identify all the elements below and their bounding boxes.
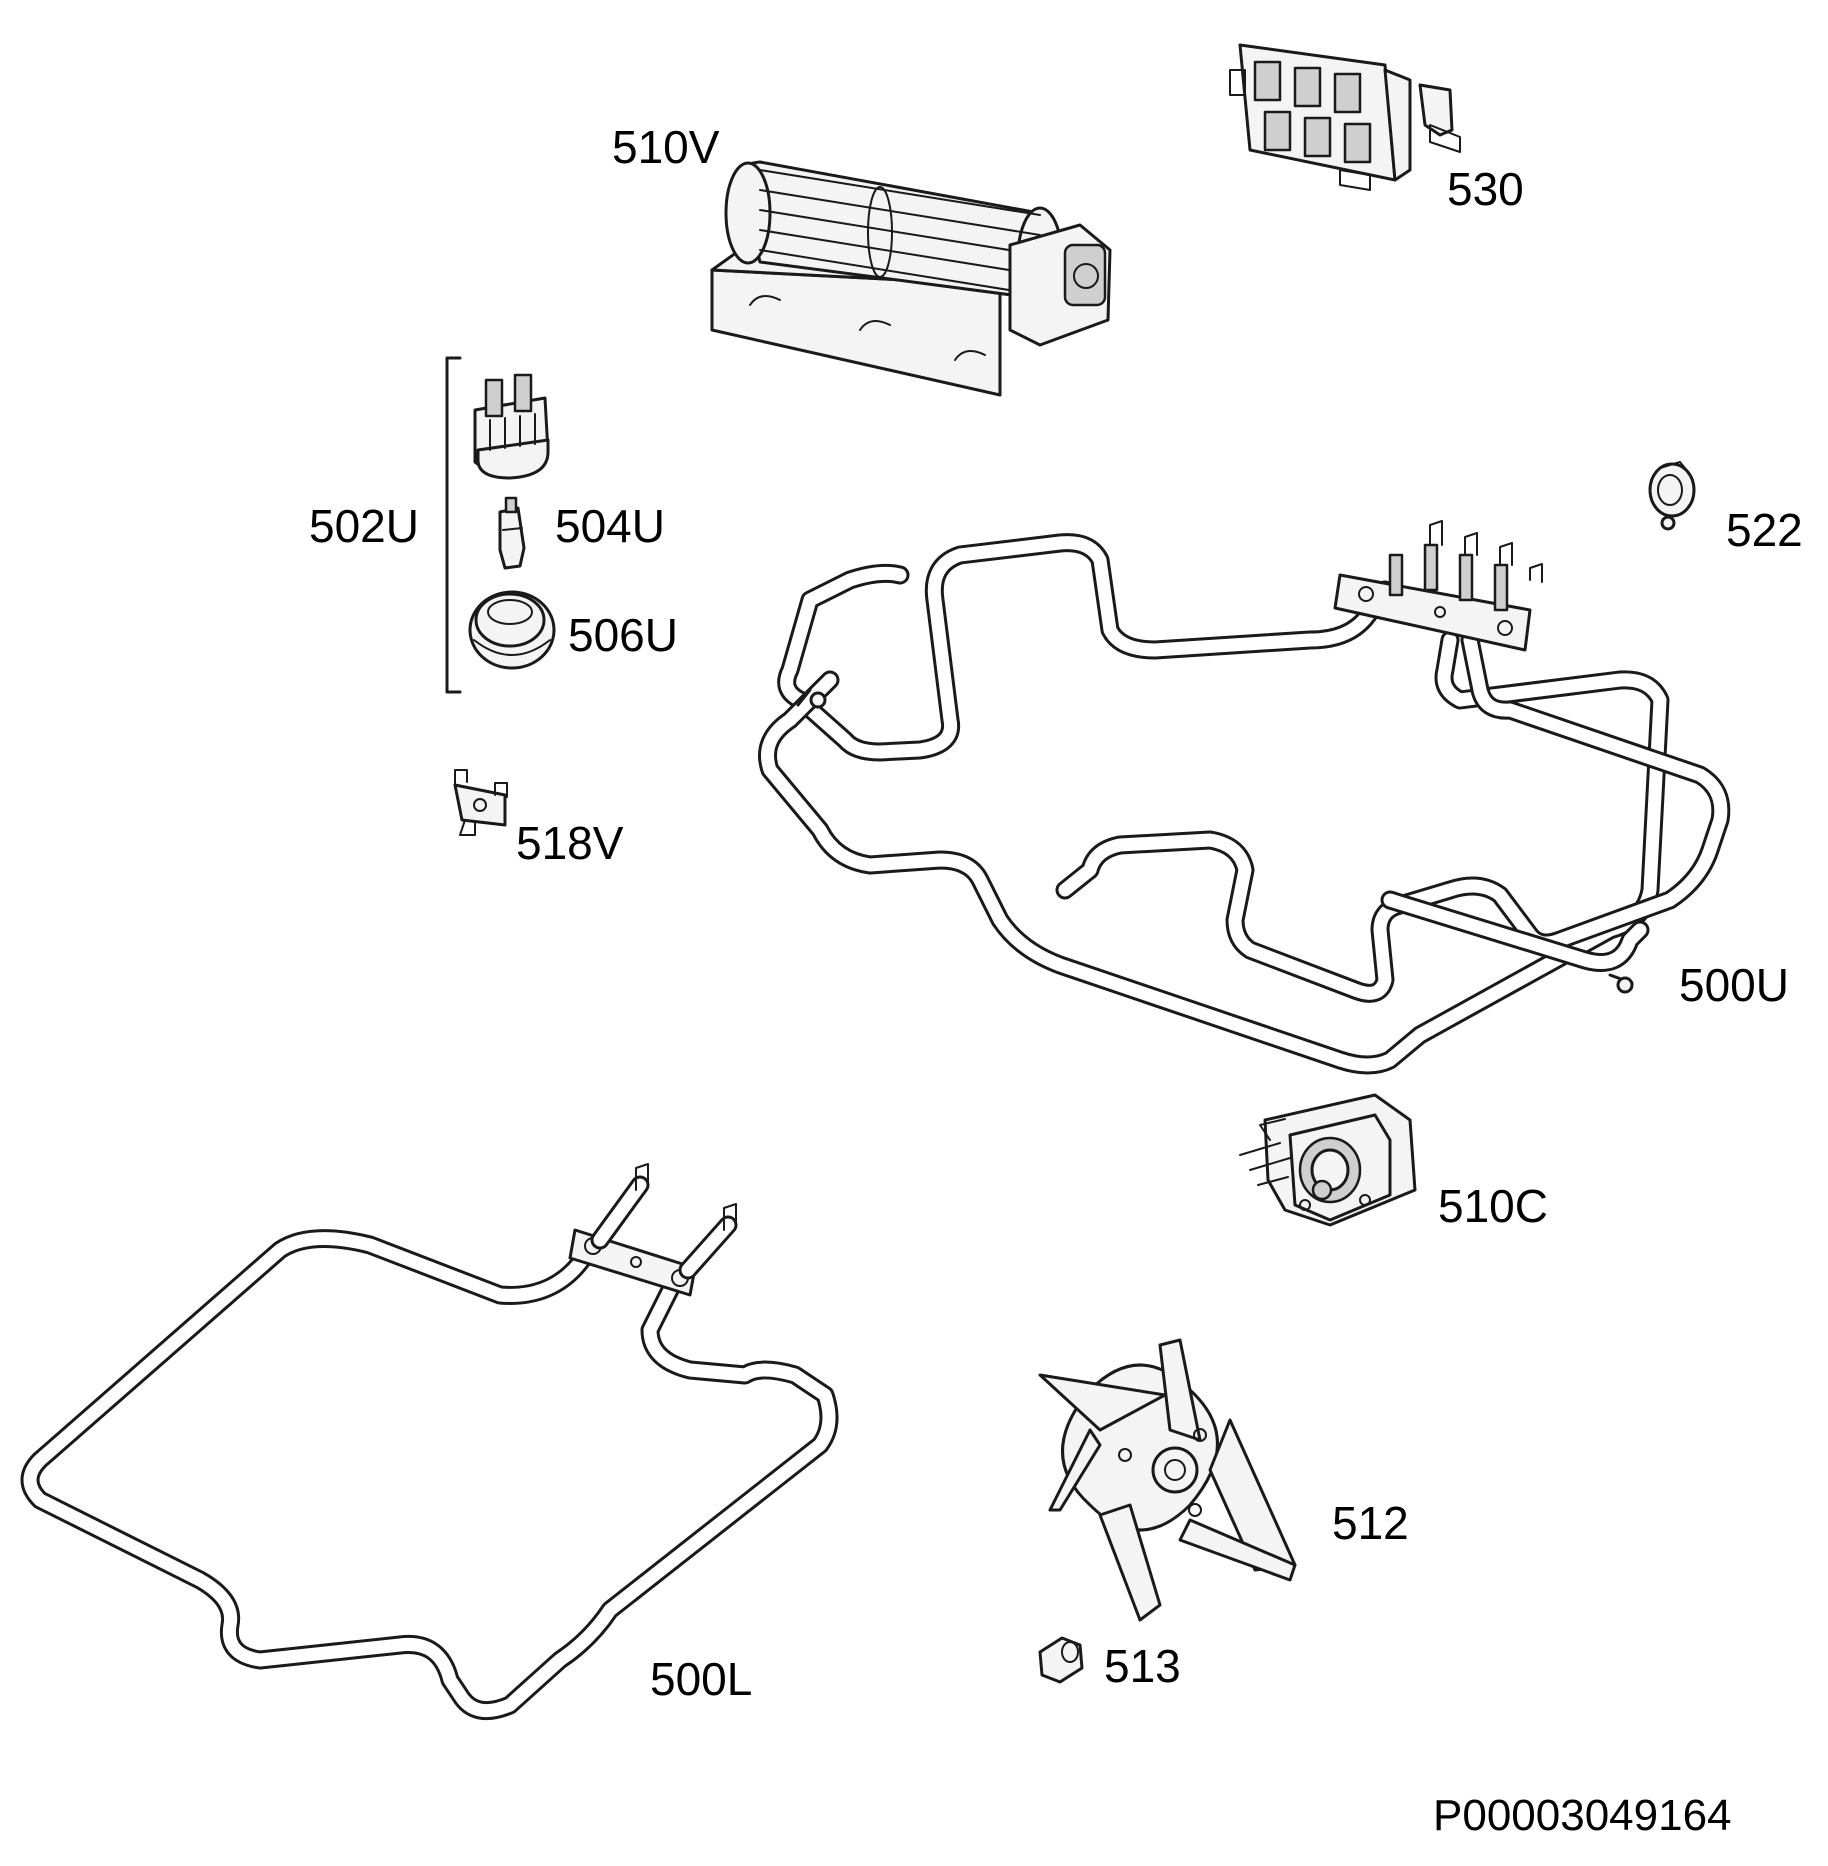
part-500l-lower-heating-element[interactable] [20, 1163, 839, 1721]
part-530-terminal-block[interactable] [1229, 43, 1461, 191]
label-518v: 518V [516, 817, 624, 869]
label-510c: 510C [1438, 1180, 1548, 1232]
part-510c-convection-motor[interactable] [1239, 1093, 1417, 1227]
document-id: P00003049164 [1433, 1791, 1732, 1840]
part-510v-tangential-fan[interactable] [710, 160, 1112, 397]
label-500l: 500L [650, 1653, 753, 1705]
part-506u-lamp-cover[interactable] [468, 590, 556, 670]
part-513-fan-nut[interactable] [1038, 1636, 1084, 1684]
label-504u: 504U [555, 500, 665, 552]
part-500u-upper-heating-element[interactable] [758, 520, 1731, 1075]
label-513: 513 [1104, 1640, 1181, 1692]
label-510v: 510V [612, 121, 720, 173]
label-506u: 506U [568, 609, 678, 661]
part-522-clamp[interactable] [1648, 461, 1696, 531]
label-512: 512 [1332, 1497, 1409, 1549]
part-502u-lamp-holder[interactable] [473, 373, 550, 480]
part-512-fan-blade[interactable] [1038, 1338, 1297, 1622]
label-500u: 500U [1679, 959, 1789, 1011]
part-518v-clip[interactable] [453, 769, 508, 836]
label-522: 522 [1726, 504, 1803, 556]
part-504u-lamp-bulb[interactable] [498, 496, 526, 570]
label-530: 530 [1447, 163, 1524, 215]
bracket-502u-group [445, 356, 462, 694]
label-502u: 502U [309, 500, 419, 552]
